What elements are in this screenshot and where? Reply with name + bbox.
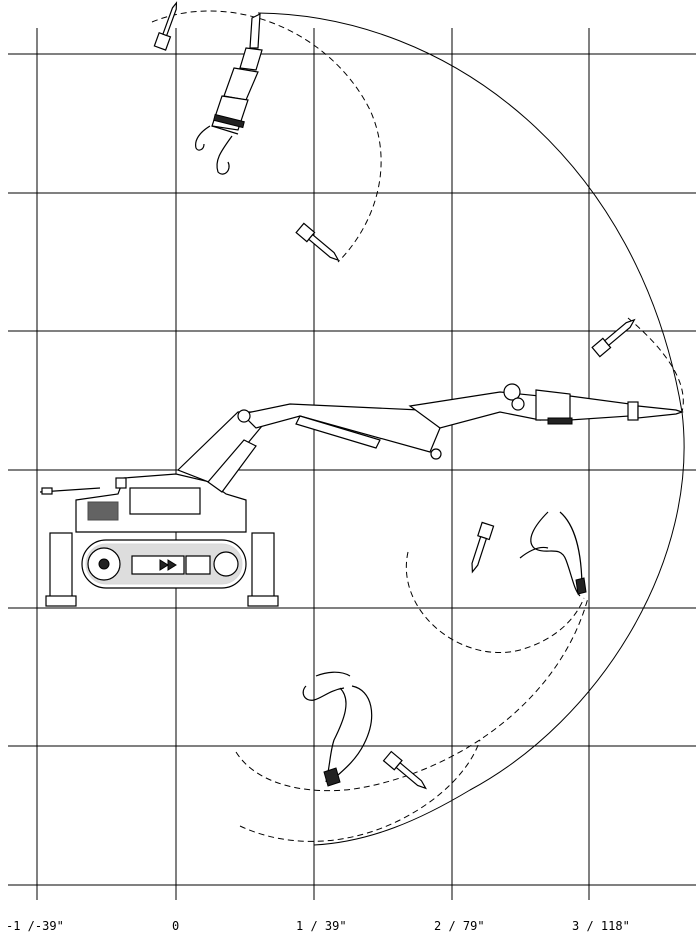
- hammer-symbol: [153, 1, 178, 51]
- reach-envelope: [151, 10, 685, 846]
- hammer-symbol: [591, 318, 636, 358]
- x-tick-label: 2 / 79": [434, 919, 485, 933]
- x-tick-label: 1 / 39": [296, 919, 347, 933]
- raised-hammer: [195, 12, 263, 175]
- hammer-symbol: [471, 521, 495, 574]
- right-bucket: [519, 511, 587, 597]
- lower-bucket: [302, 671, 373, 787]
- grid: [8, 28, 696, 900]
- outer-reach-arc: [257, 12, 685, 846]
- middle-dashed-arc: [405, 551, 585, 653]
- lower-dashed-arc-a: [235, 597, 589, 792]
- x-axis-labels: -1 /-39" 0 1 / 39" 2 / 79" 3 / 118": [6, 919, 630, 933]
- x-tick-label: 3 / 118": [572, 919, 630, 933]
- x-tick-label: 0: [172, 919, 179, 933]
- upper-dashed-arc: [151, 10, 382, 263]
- hammer-symbol: [382, 750, 428, 790]
- lower-dashed-arc-b: [239, 739, 481, 842]
- boom-arm: [176, 383, 684, 493]
- x-tick-label: -1 /-39": [6, 919, 64, 933]
- hammer-symbol: [295, 222, 340, 262]
- right-dashed-arc: [627, 317, 684, 413]
- machine-body: [39, 473, 279, 607]
